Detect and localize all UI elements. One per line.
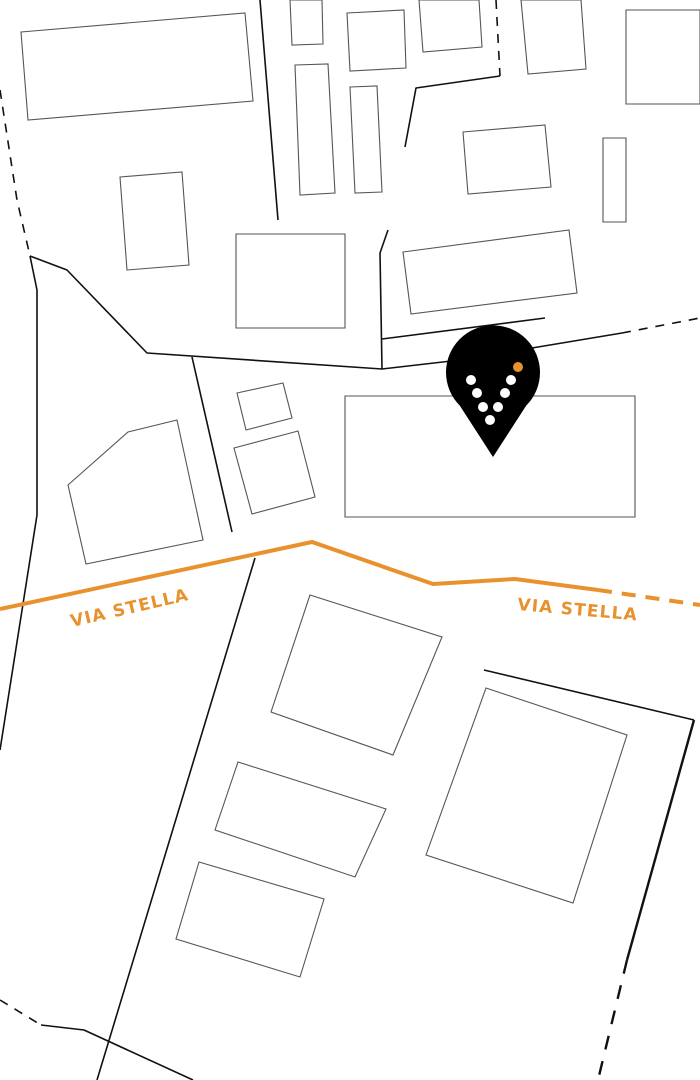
main-street-layer[interactable]: [0, 539, 700, 611]
building-6[interactable]: [349, 85, 383, 194]
logo-dot-1: [472, 388, 482, 398]
road-0: [259, 0, 279, 221]
road-1: [404, 75, 501, 148]
path-dashed-thick-0: [596, 959, 629, 1080]
building-3[interactable]: [289, 0, 324, 46]
logo-dot-2: [478, 402, 488, 412]
road-8: [96, 557, 256, 1080]
building-16[interactable]: [344, 395, 636, 518]
accent-dot-icon: [513, 362, 523, 372]
building-17[interactable]: [270, 594, 443, 756]
road-3: [29, 229, 389, 370]
path-dashed-1: [495, 0, 501, 77]
building-14[interactable]: [236, 382, 293, 431]
building-0[interactable]: [20, 12, 254, 121]
building-2[interactable]: [235, 233, 346, 329]
road-5: [381, 317, 546, 340]
road-7: [191, 356, 233, 533]
building-5[interactable]: [346, 9, 407, 72]
building-15[interactable]: [233, 430, 316, 515]
logo-dot-5: [500, 388, 510, 398]
building-18[interactable]: [425, 687, 628, 904]
building-7[interactable]: [418, 0, 483, 53]
grape-logo-icon: [466, 375, 516, 425]
building-4[interactable]: [294, 63, 336, 196]
logo-dot-3: [485, 415, 495, 425]
road-10: [483, 669, 695, 721]
logo-dot-0: [466, 375, 476, 385]
building-20[interactable]: [175, 861, 325, 978]
road-thick-0: [625, 719, 696, 961]
building-10[interactable]: [462, 124, 552, 195]
path-dashed-3: [0, 999, 42, 1026]
logo-dot-4: [493, 402, 503, 412]
path-dashed-0: [0, 89, 31, 257]
building-8[interactable]: [520, 0, 587, 75]
via-stella-road-dashed[interactable]: [597, 588, 700, 607]
map-pin-icon[interactable]: [445, 325, 540, 457]
via-stella-road[interactable]: [0, 539, 599, 611]
building-13[interactable]: [67, 419, 204, 565]
building-12[interactable]: [402, 229, 578, 315]
building-19[interactable]: [214, 761, 387, 878]
road-9: [40, 1024, 194, 1080]
building-9[interactable]: [625, 9, 700, 105]
road-4: [381, 359, 461, 370]
road-2: [0, 255, 38, 751]
buildings-layer: [20, 0, 700, 978]
road-6: [519, 332, 623, 351]
logo-dot-6: [506, 375, 516, 385]
location-marker[interactable]: [445, 325, 540, 457]
path-dashed-2: [621, 317, 700, 334]
building-1[interactable]: [119, 171, 190, 271]
building-11[interactable]: [602, 137, 627, 223]
